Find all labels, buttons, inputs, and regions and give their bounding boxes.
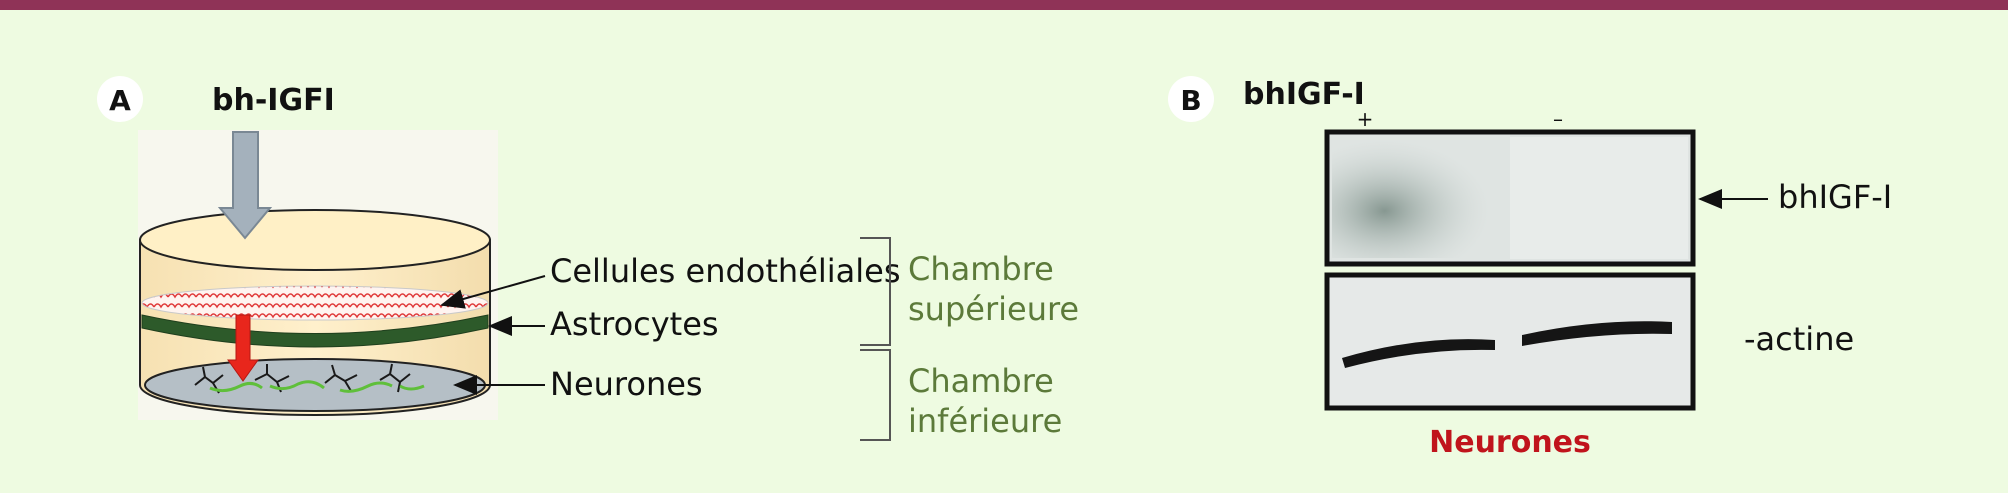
astrocytes-label: Astrocytes [550,305,719,343]
endothelial-leader-arrow [440,275,546,309]
lower-chamber-bracket [860,349,891,441]
band-label-actine: -actine [1744,320,1854,358]
actin-band-lane2 [1522,321,1672,346]
blot-lower [1324,272,1696,411]
upper-chamber-bracket [860,237,891,346]
panel-b-badge [1168,76,1214,122]
panel-a-treatment-label: bh-IGFI [212,83,335,118]
red-transport-arrow [227,314,259,382]
band-label-bhigf: bhIGF-I [1778,178,1892,216]
panel-a: A bh-IGFI [97,76,1079,441]
grey-input-arrow [217,131,273,240]
lower-chamber-label-line2: inférieure [908,402,1062,440]
panel-b-treatment-label: bhIGF-I [1243,77,1365,112]
upper-chamber-label-line1: Chambre [908,250,1054,288]
neurone-processes [209,380,425,393]
upper-chamber-label-line2: supérieure [908,290,1079,328]
panel-a-badge [97,76,143,122]
culture-well-top [139,209,491,271]
endothelial-layer [141,285,489,321]
lane-plus-label: + [1357,107,1374,131]
actin-band-lane1 [1342,339,1495,368]
endothelial-label: Cellules endothéliales [550,252,901,290]
blot-upper-empty-lane [1510,137,1688,259]
panel-a-letter: A [109,84,131,117]
panel-b: B bhIGF-I + – bhIGF-I -actine Neurones [1168,76,1892,460]
blot-upper-band-igf [1332,140,1507,258]
lower-chamber-label-line1: Chambre [908,362,1054,400]
sample-label-neurones: Neurones [1429,425,1591,460]
panel-b-letter: B [1180,84,1201,117]
neurones-label: Neurones [550,365,703,403]
top-border-bar [0,0,2008,10]
lane-minus-label: – [1553,107,1563,131]
